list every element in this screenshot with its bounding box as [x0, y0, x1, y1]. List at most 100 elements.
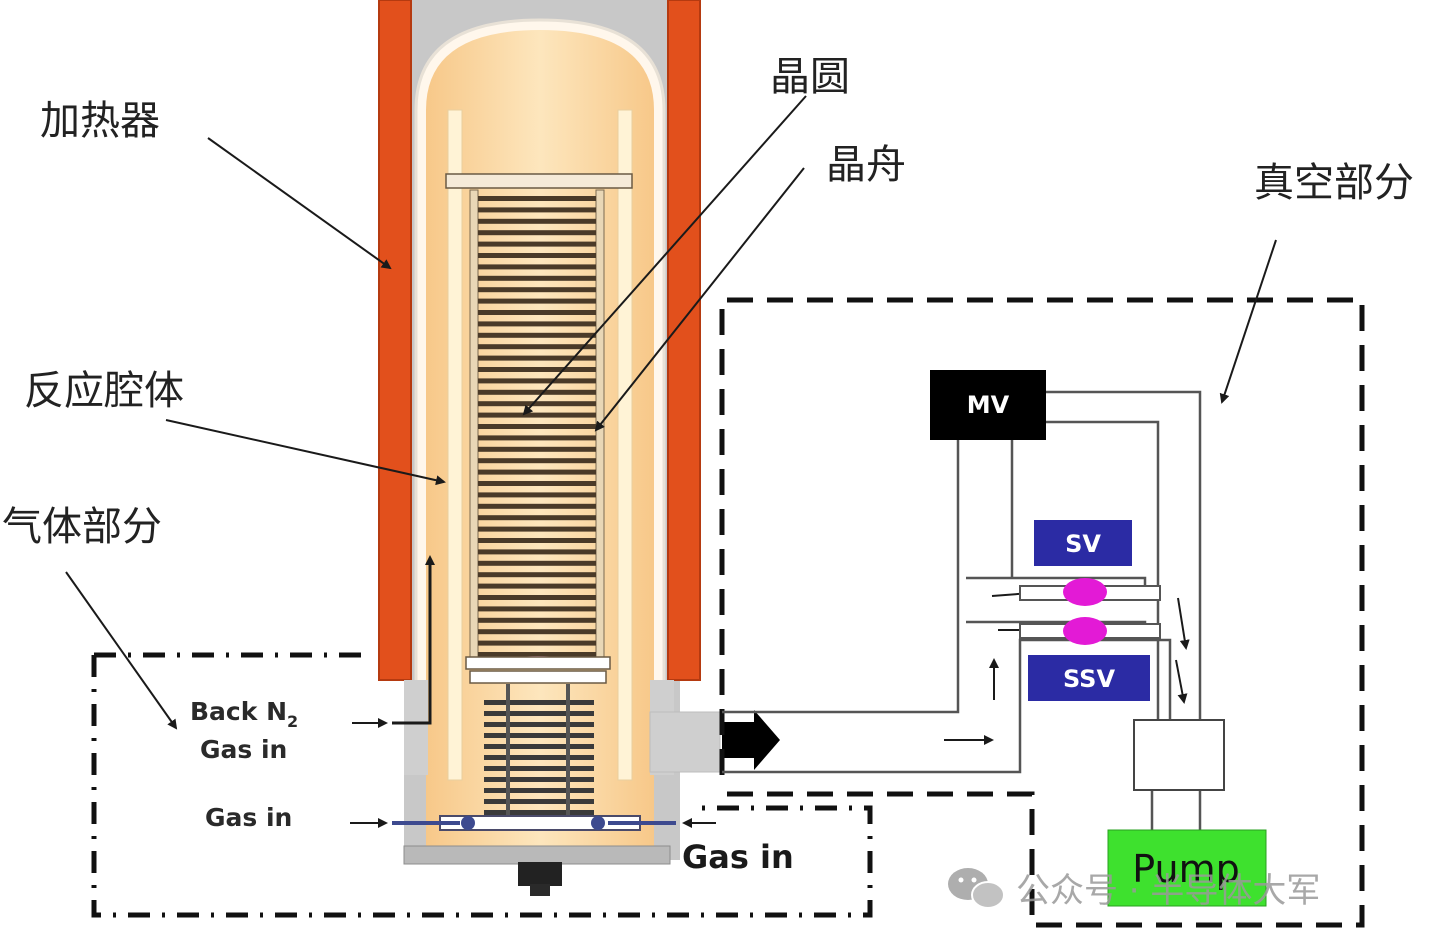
insulation-plate — [484, 766, 594, 771]
wafer — [478, 640, 596, 646]
seals — [1019, 578, 1161, 645]
wafer — [478, 275, 596, 281]
seal-top — [1063, 578, 1107, 606]
wafer — [478, 241, 596, 247]
insulation-plate — [484, 700, 594, 705]
wafer — [478, 389, 596, 395]
ssv-box — [1028, 655, 1150, 701]
sv-box — [1034, 520, 1132, 566]
wafer — [478, 435, 596, 441]
wafer — [478, 515, 596, 521]
vacuum-piping — [722, 390, 1202, 830]
vacuum-leader — [1219, 239, 1277, 404]
pedestal-plate — [465, 656, 611, 670]
wafer — [478, 560, 596, 566]
flow-arrow-5 — [1177, 597, 1190, 650]
pump: Pump — [1107, 829, 1267, 907]
wafer — [478, 310, 596, 315]
pedestal-rod-left — [506, 684, 510, 819]
gas-section-boundary — [91, 652, 873, 918]
base-plate — [403, 845, 671, 865]
gas-in-right-label: Gas in — [682, 838, 794, 876]
wafer — [478, 230, 596, 236]
insulation-plate — [484, 711, 594, 716]
wafer — [478, 332, 596, 338]
ssv-label: SSV — [1063, 665, 1115, 693]
wafer — [478, 367, 596, 372]
pipe-mv-right-inner — [1046, 420, 1160, 720]
wafer — [478, 378, 596, 384]
seal-ring-left — [461, 816, 475, 830]
watermark: 公众号 · 半导体大军 — [948, 868, 1320, 911]
wafer — [478, 572, 596, 578]
flow-arrow-6 — [1175, 659, 1188, 704]
insulation-plate — [484, 722, 594, 727]
inner-liner-right — [617, 109, 633, 781]
ssv-valve: SSV — [1028, 655, 1150, 701]
wafer — [478, 253, 596, 258]
gas-in-left-label: Gas in — [205, 803, 292, 832]
wafer — [478, 424, 596, 429]
wafer — [478, 492, 596, 498]
wafer — [478, 595, 596, 600]
wafer — [478, 355, 596, 361]
pipe-mv-right-outer — [1046, 390, 1202, 720]
pipe-inner-main — [722, 440, 960, 714]
wafer — [478, 652, 596, 657]
back-n2-label-line2: Gas in — [200, 735, 287, 764]
seal-bottom — [1063, 617, 1107, 645]
furnace — [378, 0, 721, 896]
insulation-plate — [484, 733, 594, 738]
rotation-shaft-cap — [530, 884, 550, 896]
wafer-label: 晶圆 — [770, 54, 850, 100]
wafer-stack — [478, 196, 596, 657]
boat-top-plate — [445, 173, 633, 189]
mv-label: MV — [967, 391, 1010, 419]
wafer — [478, 344, 596, 350]
wafer — [478, 549, 596, 555]
wafer — [478, 583, 596, 589]
gas-section-label: 气体部分 — [2, 504, 162, 550]
mv-box — [930, 370, 1046, 440]
leader-lines — [65, 95, 1277, 730]
wafer — [478, 321, 596, 327]
rotation-shaft — [518, 862, 562, 886]
wafer-boat-leader — [594, 167, 805, 432]
wafer — [478, 401, 596, 407]
wafer — [478, 629, 596, 635]
insulation-plate — [484, 799, 594, 804]
wafer — [478, 617, 596, 623]
seal-ring-right — [591, 816, 605, 830]
reaction-chamber-leader — [165, 419, 446, 486]
pump-box — [1107, 829, 1267, 907]
pedestal-plate-2 — [469, 670, 607, 684]
pedestal-rod-right — [566, 684, 570, 819]
wafer — [478, 207, 596, 213]
insulation-stack — [484, 700, 594, 815]
wafer — [478, 481, 596, 486]
reaction-chamber-label: 反应腔体 — [24, 368, 184, 414]
wafer — [478, 298, 596, 304]
wafer — [478, 287, 596, 293]
heater-right — [667, 0, 701, 681]
gas-section-leader — [65, 571, 178, 730]
sv-label: SV — [1065, 530, 1101, 558]
heater-leader — [207, 137, 392, 270]
wafer — [478, 196, 596, 201]
wafer-boat-label: 晶舟 — [826, 142, 906, 188]
wafer — [478, 446, 596, 452]
insulation-plate — [484, 755, 594, 760]
wafer — [478, 538, 596, 543]
wafer — [478, 264, 596, 270]
heater-left — [378, 0, 412, 681]
wechat-icon — [948, 868, 1005, 909]
inner-liner-left — [447, 109, 463, 781]
gas-inlets — [350, 555, 780, 828]
vacuum-section-boundary — [719, 297, 1365, 928]
insulation-plate — [484, 777, 594, 782]
vacuum-section-label: 真空部分 — [1254, 160, 1414, 206]
wafer-leader — [522, 95, 807, 416]
back-n2-label-line1: Back N2 — [190, 697, 298, 731]
manifold-left — [404, 680, 428, 775]
